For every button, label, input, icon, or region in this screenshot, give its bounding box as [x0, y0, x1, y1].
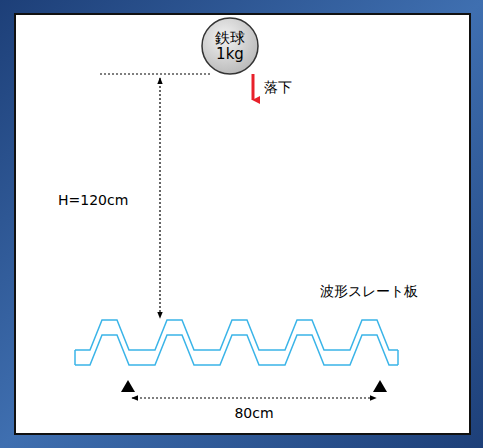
slate-edge — [74, 350, 76, 365]
corrugated-slate — [75, 320, 398, 365]
height-label: H=120cm — [56, 192, 130, 208]
slate-edge — [397, 350, 399, 365]
drop-label: 落下 — [262, 79, 294, 97]
frame — [15, 14, 470, 434]
span-label: 80cm — [232, 405, 275, 421]
support — [121, 380, 135, 392]
ball-label: 鉄球 1kg — [210, 30, 250, 63]
slate-label: 波形スレート板 — [318, 283, 420, 301]
slate-bottom-line — [75, 335, 398, 365]
span-dimension — [132, 397, 376, 398]
steel-ball — [202, 18, 258, 74]
support — [373, 380, 387, 392]
drop-arrow — [252, 74, 255, 100]
height-dimension — [159, 78, 160, 318]
ball-node: 鉄球 1kg — [210, 30, 250, 63]
height-reference-line — [100, 73, 212, 74]
